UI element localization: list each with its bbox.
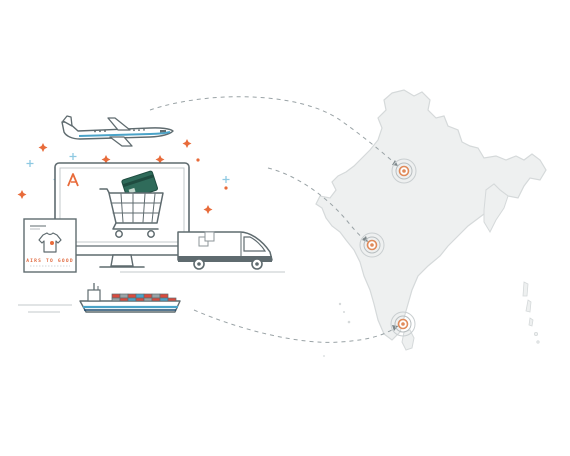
route-ship-to-south [193,309,399,343]
cargo-ship-icon [18,283,181,313]
tee-card-caption: AIRS TO GOOD [26,258,74,264]
location-pin-north [391,158,417,184]
shopping-cart-icon [99,188,164,238]
andaman-islands [522,281,540,344]
product-card: AIRS TO GOOD [23,218,77,273]
credit-card-icon [121,170,158,200]
north-east-region [483,183,509,234]
delivery-van-icon [120,231,285,273]
location-pin-south [390,311,416,337]
lakshadweep-islands [323,302,351,357]
location-pin-west [359,232,385,258]
sri-lanka [401,329,415,351]
route-air-to-north [149,96,399,167]
brand-logo-icon [67,173,79,187]
computer-monitor [54,162,190,268]
india-map [315,89,547,357]
route-van-to-west [267,167,369,243]
t-shirt-icon [38,232,62,253]
airplane-icon [61,115,174,147]
shipping-routes [149,96,399,343]
india-mainland [315,89,547,341]
